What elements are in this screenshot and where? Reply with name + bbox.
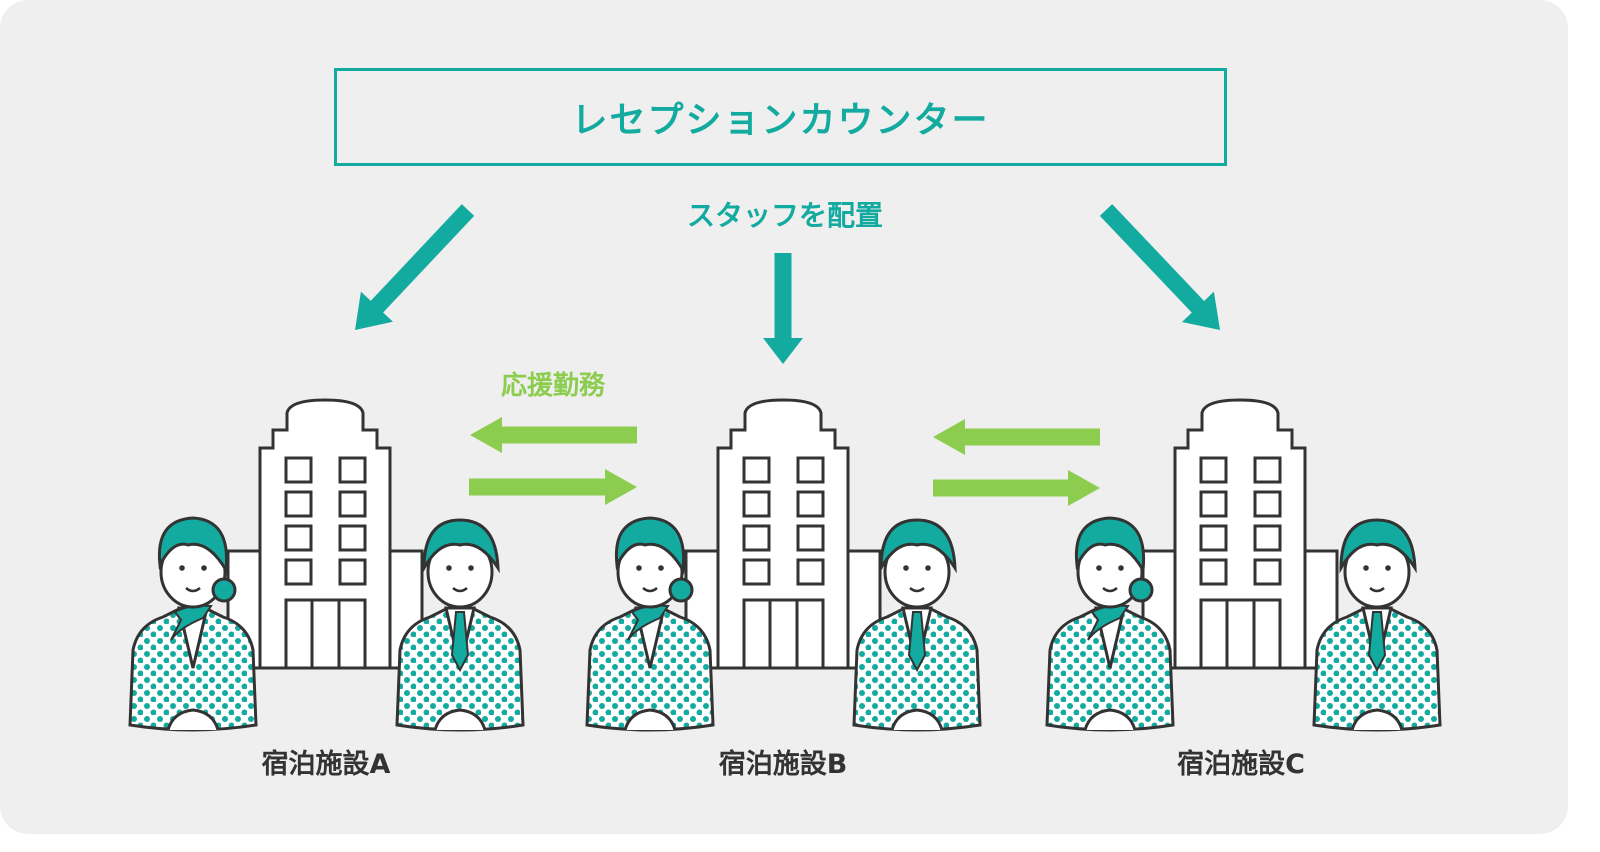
reception-counter-box: レセプションカウンター: [334, 68, 1227, 166]
support-arrow-c-to-b: [933, 419, 1100, 455]
facility-c-label: 宿泊施設C: [1177, 749, 1305, 780]
assign-staff-label: スタッフを配置: [686, 199, 884, 232]
arrow-to-facility-b: [763, 253, 803, 364]
arrow-to-facility-c: [1099, 204, 1220, 330]
support-arrow-b-to-c: [933, 470, 1100, 506]
staff-man-facility-c: [1312, 518, 1442, 732]
staff-woman-facility-a: [128, 516, 258, 732]
support-work-label: 応援勤務: [500, 371, 606, 401]
illustration: [128, 204, 1442, 732]
staff-woman-facility-c: [1045, 516, 1175, 732]
arrow-to-facility-a: [355, 204, 475, 330]
staff-woman-facility-b: [585, 516, 715, 732]
support-arrow-a-to-b: [469, 469, 637, 505]
reception-counter-title: レセプションカウンター: [571, 100, 990, 141]
building-facility-c: [1141, 398, 1339, 670]
staff-man-facility-b: [852, 518, 982, 732]
building-facility-b: [684, 398, 882, 670]
facility-a-label: 宿泊施設A: [261, 749, 391, 780]
facility-b-label: 宿泊施設B: [718, 749, 848, 780]
building-facility-a: [226, 398, 424, 670]
diagram-canvas: レセプションカウンター スタッフを配置 応援勤務 宿泊施設A 宿泊施設B 宿泊施…: [0, 0, 1568, 834]
staff-man-facility-a: [395, 518, 525, 732]
support-arrow-b-to-a: [470, 417, 637, 453]
